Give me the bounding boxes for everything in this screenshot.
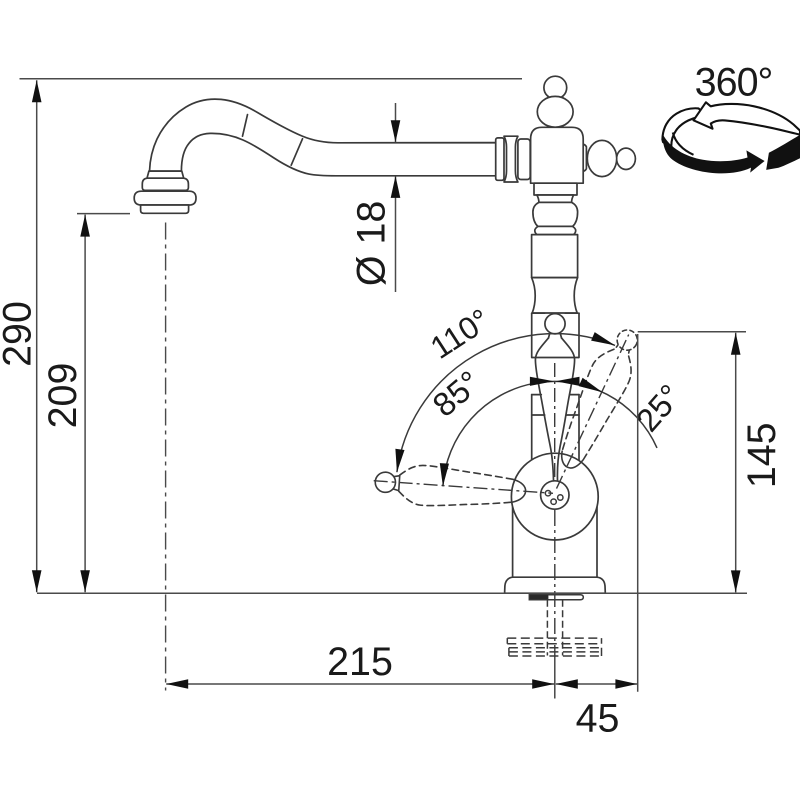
svg-text:360°: 360° bbox=[695, 61, 773, 105]
svg-text:215: 215 bbox=[327, 640, 393, 684]
svg-text:290: 290 bbox=[0, 301, 40, 367]
svg-text:45: 45 bbox=[576, 696, 620, 740]
svg-text:145: 145 bbox=[740, 422, 784, 488]
svg-text:209: 209 bbox=[41, 363, 85, 429]
svg-text:Ø 18: Ø 18 bbox=[349, 201, 393, 286]
